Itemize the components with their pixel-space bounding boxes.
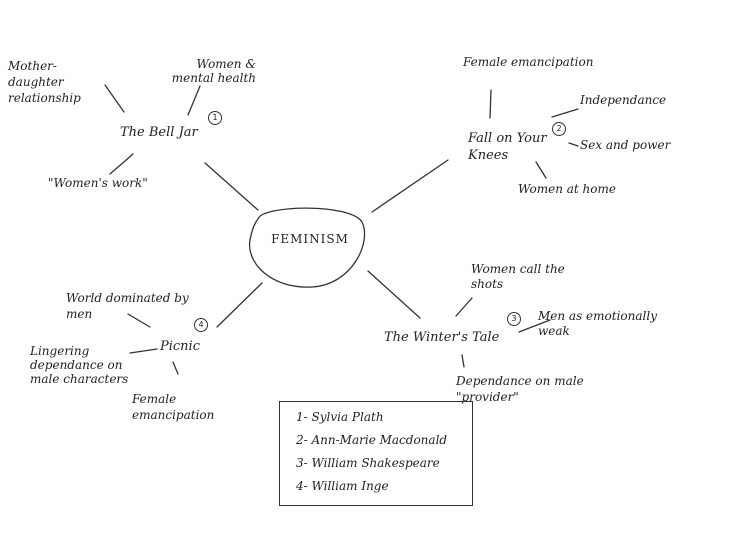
book-title-winters-tale: The Winter's Tale <box>384 330 500 345</box>
theme-female-emancipation-4: Female emancipation <box>132 392 215 422</box>
legend-item-1: 1- Sylvia Plath <box>296 410 384 424</box>
book-number-2: 2 <box>552 122 566 136</box>
connector-bell-jar-mental-health <box>187 85 201 116</box>
book-number-3: 3 <box>507 312 521 326</box>
book-title-picnic: Picnic <box>160 339 200 354</box>
author-legend: 1- Sylvia Plath 2- Ann-Marie Macdonald 3… <box>279 401 473 506</box>
connector-bell-jar-mother <box>104 84 125 113</box>
book-number-4: 4 <box>194 318 208 332</box>
book-title-fall-on-your-knees: Fall on Your Knees <box>468 131 547 163</box>
center-topic: FEMINISM <box>271 232 349 246</box>
legend-item-3: 3- William Shakespeare <box>296 456 440 470</box>
connector-fall-emancipation <box>489 89 492 119</box>
connector-fall-sex-power <box>568 142 579 147</box>
connector-winter-men-weak <box>518 319 551 333</box>
theme-lingering-dependance: Lingering dependance on male characters <box>30 344 129 386</box>
connector-fall-women-home <box>535 161 547 179</box>
connector-winter-call-shots <box>455 297 473 317</box>
theme-dependance-male-provider: Dependance on male "provider" <box>456 374 584 404</box>
theme-sex-and-power: Sex and power <box>580 138 671 152</box>
theme-female-emancipation-2: Female emancipation <box>463 55 594 69</box>
theme-independance: Independance <box>580 93 667 107</box>
book-number-1: 1 <box>208 111 222 125</box>
connector-picnic-lingering <box>129 348 158 354</box>
connector-center-bell-jar <box>204 162 259 211</box>
connector-center-winters-tale <box>367 270 421 319</box>
center-ellipse <box>248 207 366 288</box>
legend-item-2: 2- Ann-Marie Macdonald <box>296 433 448 447</box>
theme-world-dominated: World dominated by men <box>66 291 189 321</box>
theme-womens-work: "Women's work" <box>48 176 148 190</box>
connector-picnic-world <box>127 313 151 328</box>
connector-picnic-female <box>172 361 179 375</box>
theme-men-emotionally-weak: Men as emotionally weak <box>538 309 657 338</box>
connector-bell-jar-womens-work <box>109 153 134 175</box>
connector-center-fall-on-your-knees <box>371 159 449 213</box>
connector-fall-independance <box>551 108 579 118</box>
theme-women-call-shots: Women call the shots <box>471 262 565 291</box>
connector-center-picnic <box>216 282 263 328</box>
theme-women-at-home: Women at home <box>518 182 616 196</box>
theme-mother-daughter: Mother-daughter relationship <box>8 59 81 105</box>
book-title-bell-jar: The Bell Jar <box>120 125 198 140</box>
theme-women-mental-health: Women & mental health <box>171 57 256 85</box>
connector-winter-dependance <box>461 354 465 368</box>
legend-item-4: 4- William Inge <box>296 479 389 493</box>
